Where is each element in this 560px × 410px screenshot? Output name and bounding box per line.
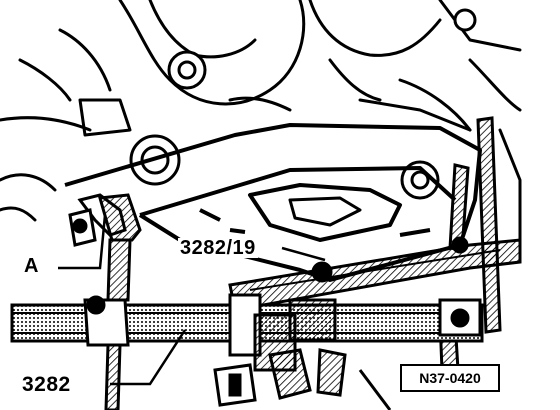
callout-tool-3282: 3282 xyxy=(20,373,73,396)
transmission-housing xyxy=(64,123,482,282)
engine-background xyxy=(0,0,522,262)
tool-3282-bar xyxy=(10,293,484,372)
clamp-assembly-a xyxy=(68,193,142,410)
leader-lines xyxy=(58,214,326,386)
bolt-heads xyxy=(129,8,477,200)
callout-tool-3282-19: 3282/19 xyxy=(178,237,258,259)
figure-reference-code: N37-0420 xyxy=(400,364,500,392)
callout-a: A xyxy=(22,255,41,277)
lower-hardware xyxy=(213,348,392,410)
